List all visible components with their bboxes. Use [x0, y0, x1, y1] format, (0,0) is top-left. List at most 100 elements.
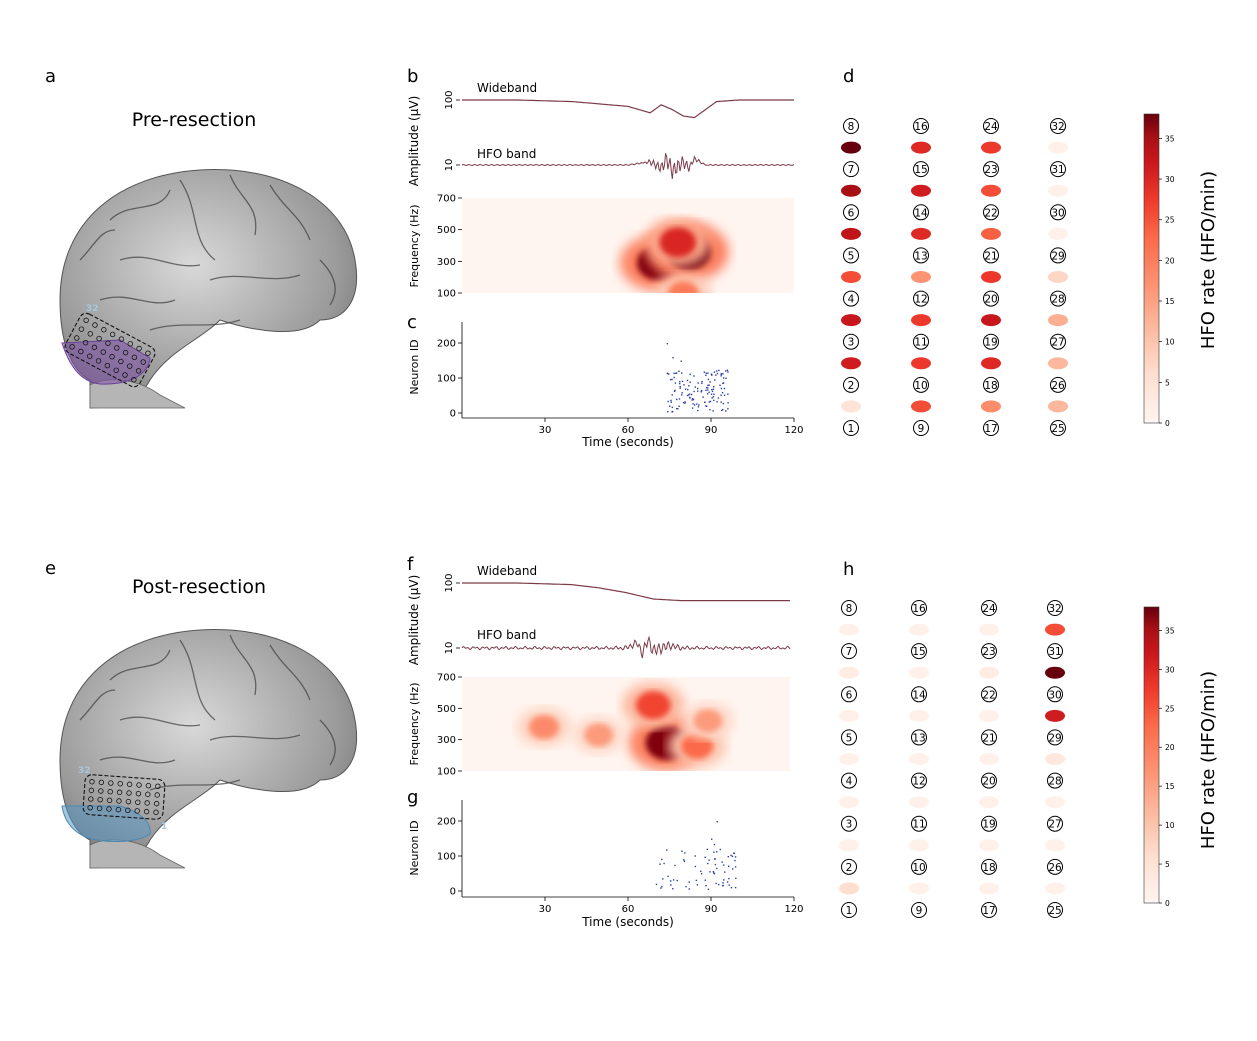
spike-top — [684, 401, 686, 403]
spike-top — [702, 396, 704, 398]
electrode-label-top-15: 15 — [914, 164, 927, 176]
rate-oval-bottom-1-3 — [839, 796, 859, 809]
time-tick-bottom-0: 30 — [539, 904, 552, 915]
electrode-label-bottom-9: 9 — [916, 905, 923, 917]
rate-oval-bottom-2-7 — [909, 623, 929, 636]
spike-bottom — [672, 879, 675, 881]
electrode-label-top-25: 25 — [1051, 423, 1064, 435]
spike-top — [669, 378, 672, 381]
panel-label-e: e — [45, 558, 56, 579]
wideband-label-bottom: Wideband — [477, 564, 537, 578]
electrode-label-top-6: 6 — [848, 207, 855, 219]
spike-top — [670, 401, 672, 403]
spike-top — [708, 384, 710, 386]
grid-contact-bottom — [98, 788, 104, 794]
electrode-circle-bottom-5 — [841, 729, 857, 746]
spike-top — [705, 374, 707, 376]
spike-top — [714, 379, 716, 381]
raster-axes-top — [461, 322, 794, 419]
electrode-label-top-18: 18 — [984, 380, 997, 392]
spike-top — [722, 382, 725, 384]
rate-oval-top-1-1 — [841, 400, 861, 413]
spike-top — [722, 402, 724, 405]
spike-top — [727, 408, 729, 410]
hfo-trace-top — [461, 153, 795, 180]
spike-bottom — [719, 848, 721, 851]
spectrogram-blob-top-3 — [655, 273, 712, 293]
rate-oval-top-3-5 — [981, 227, 1001, 240]
grid-contact-bottom — [88, 787, 95, 794]
cbar-tick-bottom-2: 25 — [1165, 704, 1175, 713]
electrode-label-top-5: 5 — [848, 250, 855, 262]
spike-top — [722, 377, 725, 379]
grid-contact-bottom — [154, 792, 160, 798]
rate-oval-top-2-6 — [911, 184, 931, 197]
electrode-circle-bottom-8 — [841, 600, 857, 616]
rate-oval-top-2-1 — [911, 400, 931, 413]
amp-tick-100-bottom: 100 — [444, 573, 455, 592]
electrode-circle-bottom-2 — [841, 858, 857, 875]
spectrogram-blob-core-bottom-5 — [693, 709, 723, 733]
freq-tick-bottom-1: 500 — [437, 704, 456, 715]
spectrogram-blob-core-bottom-3 — [529, 715, 559, 740]
electrode-label-bottom-23: 23 — [982, 646, 995, 658]
electrode-circle-top-12 — [913, 290, 929, 307]
spike-top — [705, 387, 708, 389]
grid-contact-bottom — [116, 789, 123, 796]
electrode-circle-top-3 — [843, 333, 859, 350]
electrode-rate-map-bottom: 1234567891011121314151617181920212223242… — [839, 600, 1065, 918]
rate-oval-top-3-4 — [981, 271, 1001, 283]
rate-oval-bottom-1-4 — [839, 753, 859, 765]
spike-top — [671, 378, 673, 381]
panel-title-pre: Pre-resection — [132, 109, 257, 131]
spike-bottom — [683, 859, 685, 861]
spike-bottom — [672, 888, 674, 890]
electrode-circle-top-14 — [913, 204, 929, 221]
spike-top — [697, 387, 699, 390]
grid-contact-top — [131, 376, 137, 383]
electrode-circle-top-29 — [1050, 247, 1066, 264]
spike-top — [703, 371, 705, 373]
time-tick-top-0: 30 — [539, 425, 552, 436]
spike-top — [707, 384, 709, 387]
electrode-label-bottom-22: 22 — [982, 689, 995, 701]
grid-contact-top — [122, 372, 128, 378]
spike-bottom — [655, 883, 658, 886]
wideband-trace-top — [462, 99, 794, 119]
rate-oval-bottom-3-5 — [979, 709, 999, 722]
spike-top — [696, 403, 698, 405]
grid-contact-bottom — [145, 791, 151, 798]
cbar-tick-bottom-5: 10 — [1165, 821, 1175, 830]
electrode-label-top-23: 23 — [984, 164, 997, 176]
grid-contact-top — [96, 335, 102, 342]
electrode-circle-top-7 — [843, 161, 859, 178]
electrode-circle-top-10 — [913, 376, 929, 393]
electrode-circle-top-9 — [913, 420, 929, 436]
spike-top — [707, 378, 710, 381]
spike-bottom — [708, 859, 710, 861]
spike-top — [679, 385, 681, 388]
electrode-circle-bottom-1 — [841, 902, 857, 918]
cbar-tick-top-4: 15 — [1165, 297, 1175, 306]
electrode-circle-top-13 — [913, 247, 929, 264]
spike-top — [723, 387, 726, 390]
spectrogram-blob-core-bottom-4 — [584, 723, 613, 747]
spike-top — [712, 410, 714, 412]
spike-top — [707, 387, 709, 389]
electrode-circle-bottom-7 — [841, 643, 857, 660]
spike-bottom — [713, 873, 716, 875]
electrode-circle-top-23 — [983, 161, 999, 178]
neuron-tick-top-0: 200 — [437, 339, 456, 350]
panel-label-c: c — [407, 312, 417, 333]
cbar-tick-bottom-7: 0 — [1165, 899, 1170, 908]
grid-contact-bottom — [144, 800, 150, 806]
electrode-circle-top-2 — [843, 376, 859, 393]
spike-bottom — [714, 858, 716, 860]
spike-top — [684, 402, 686, 404]
freq-ylabel-bottom: Frequency (Hz) — [408, 683, 421, 766]
electrode-grid-bottom — [82, 774, 166, 820]
electrode-label-bottom-2: 2 — [846, 862, 853, 874]
spike-bottom — [728, 865, 730, 867]
spike-top — [681, 394, 683, 396]
